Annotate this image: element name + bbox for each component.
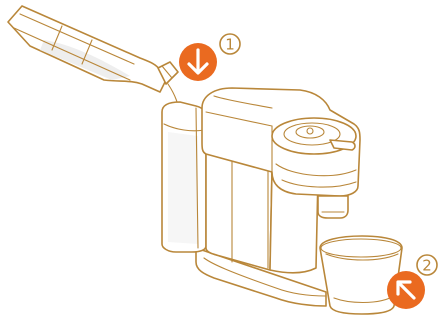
glass	[320, 236, 402, 314]
tank-water	[168, 132, 198, 244]
water-bottle	[8, 6, 178, 92]
step-2-number: 2	[422, 257, 432, 275]
step-1-number: 1	[225, 36, 235, 54]
step-1-marker: 1	[179, 34, 240, 81]
